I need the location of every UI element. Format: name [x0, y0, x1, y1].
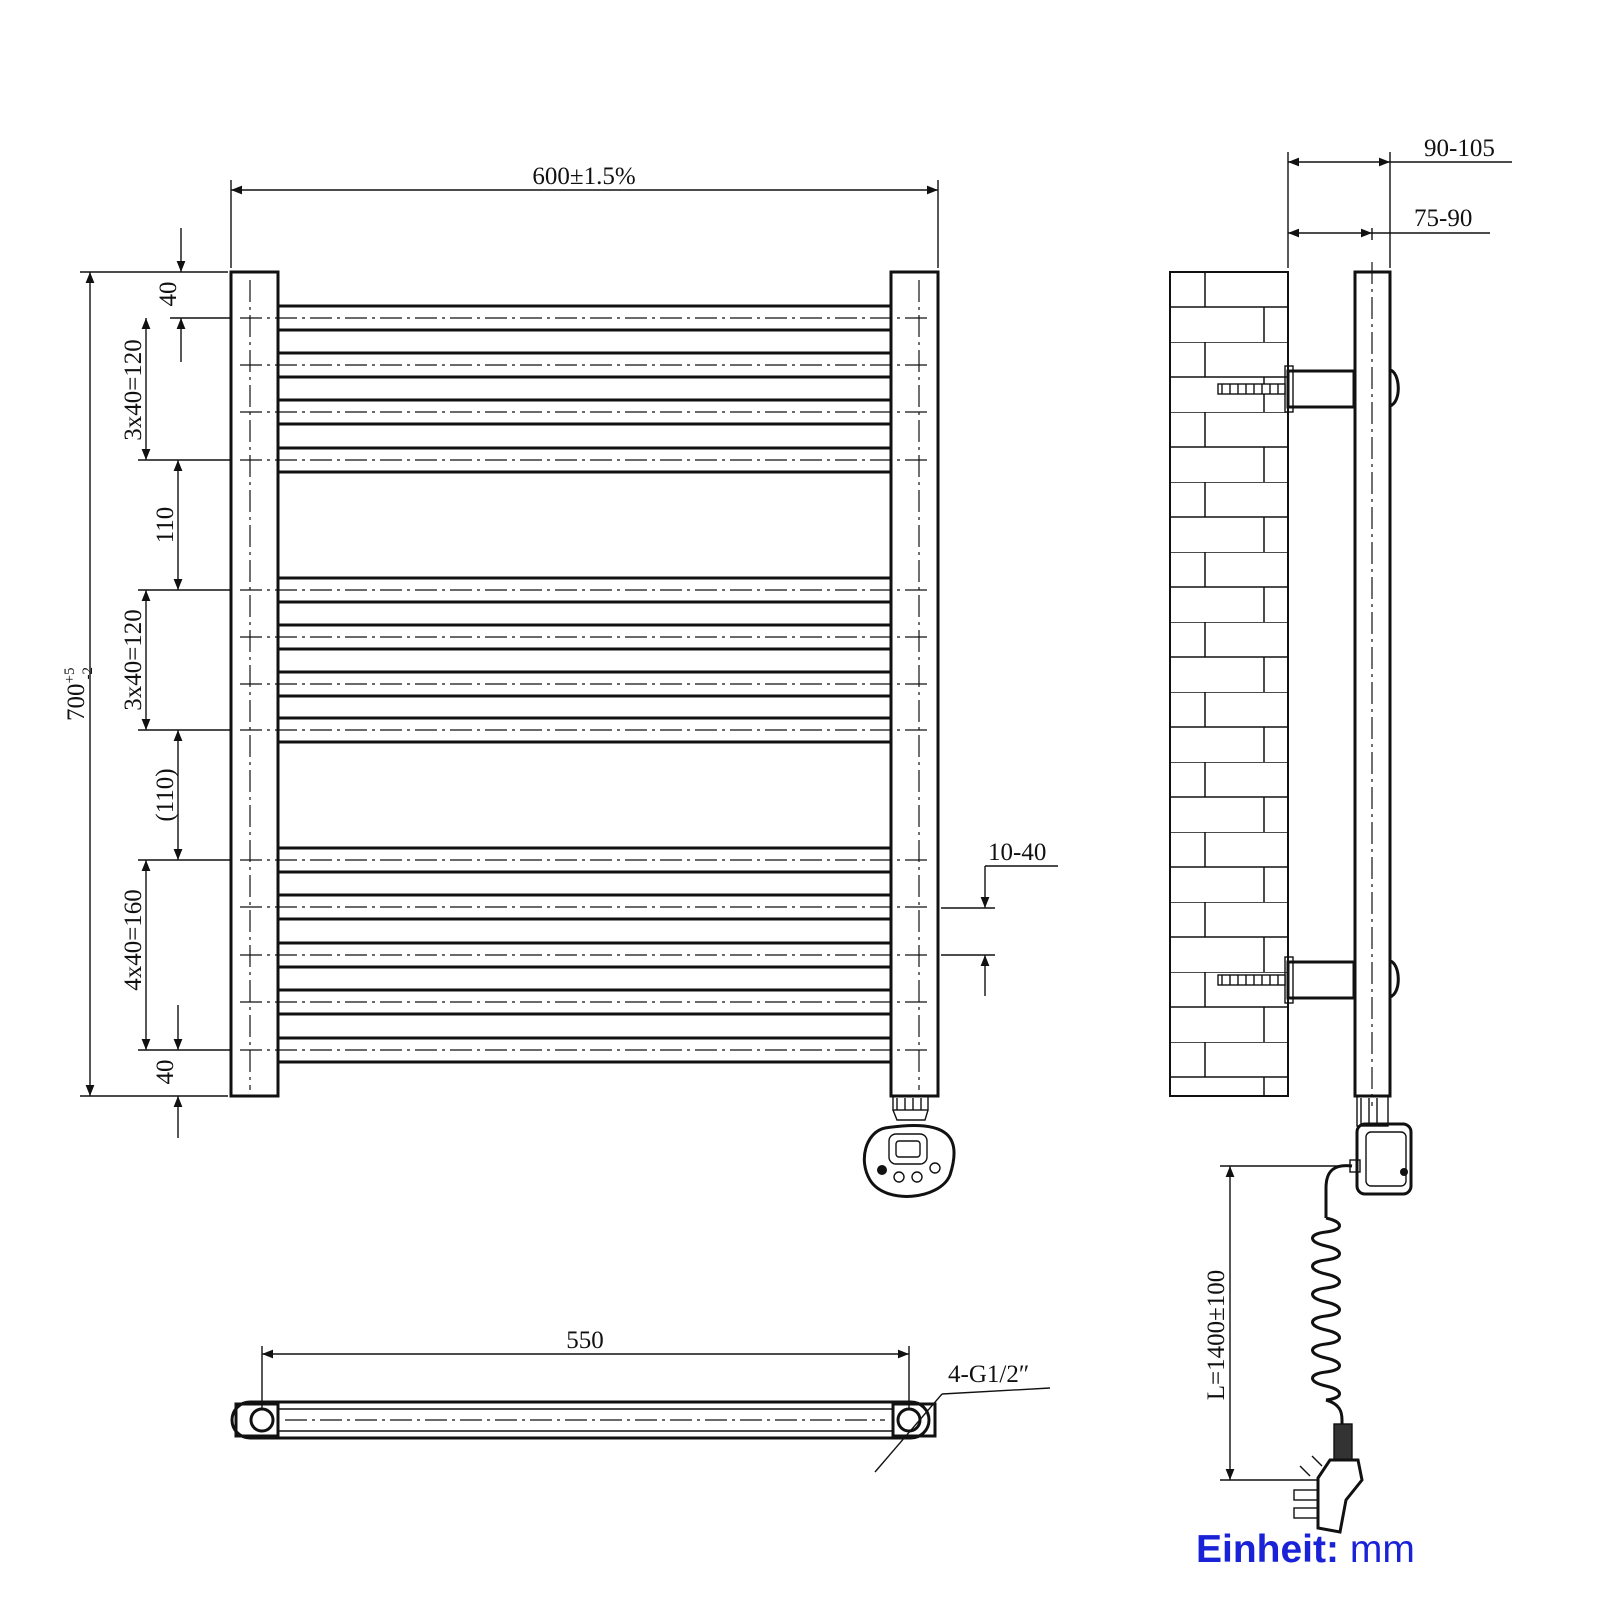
heater-button-1	[877, 1165, 887, 1175]
brick-wall	[1169, 271, 1289, 1097]
depth-max-label: 90-105	[1424, 135, 1495, 162]
heater-display	[888, 1133, 928, 1165]
group3-label: 4x40=160	[120, 889, 147, 991]
group2-label: 3x40=120	[120, 609, 147, 711]
heater-offset-label: 10-40	[988, 839, 1046, 866]
width-label: 600±1.5%	[532, 163, 635, 190]
heater-element	[862, 1095, 956, 1198]
depth-min-label: 75-90	[1414, 205, 1472, 232]
left-connection-block	[234, 1402, 280, 1438]
heater-offset-dimension: 10-40	[941, 839, 1058, 996]
side-heater-housing	[1355, 1122, 1413, 1196]
connection-thread-label: 4-G1/2″	[948, 1361, 1029, 1388]
connection-thread-leader: 4-G1/2″	[874, 1361, 1051, 1473]
depth-dimensions: 90-105 75-90	[1287, 135, 1512, 268]
front-view: 600±1.5% 700+5-2 40 3x40=12	[62, 163, 1058, 1198]
left-connection-port	[249, 1407, 275, 1433]
side-heater	[1349, 1095, 1413, 1196]
cable-length-dimension: L=1400±100	[1203, 1165, 1350, 1481]
coiled-cable	[1311, 1216, 1341, 1402]
group1-label: 3x40=120	[120, 339, 147, 441]
gap1-label: 110	[152, 507, 179, 544]
top-view: 550 4-G1/2″	[230, 1327, 1051, 1473]
top-offset-label: 40	[155, 282, 182, 307]
gap2-label: (110)	[152, 768, 179, 821]
height-base-label: 700	[63, 683, 90, 721]
tube-group	[240, 304, 930, 1064]
unit-label: Einheit:	[1196, 1528, 1339, 1571]
center-distance-label: 550	[566, 1327, 604, 1354]
power-cable	[1293, 1164, 1364, 1534]
center-distance-dimension: 550	[261, 1327, 910, 1410]
height-tolerance-lower: -2	[80, 667, 96, 680]
right-connection-block	[891, 1402, 937, 1438]
lower-wall-bracket	[1217, 956, 1400, 1004]
heater-control-housing	[862, 1123, 956, 1198]
height-dimension: 700+5-2	[62, 271, 228, 1097]
cable-length-label: L=1400±100	[1203, 1270, 1230, 1401]
upper-wall-bracket	[1217, 365, 1400, 413]
width-dimension: 600±1.5%	[230, 163, 939, 268]
unit-note: Einheit: mm	[1196, 1528, 1415, 1572]
heater-button-3	[911, 1171, 923, 1183]
spacing-dimensions: 40 3x40=120 110 3x40=120 (110) 4x40=160 …	[120, 228, 231, 1138]
unit-value: mm	[1349, 1528, 1415, 1571]
bottom-offset-label: 40	[152, 1060, 179, 1085]
heater-button-4	[929, 1162, 941, 1174]
side-view: 90-105 75-90	[1169, 135, 1512, 1534]
height-tolerance-upper: +5	[62, 668, 78, 684]
plug-body	[1316, 1458, 1364, 1534]
top-view-bar	[230, 1400, 931, 1440]
heater-button-2	[893, 1171, 905, 1183]
plug-strain-relief	[1333, 1423, 1353, 1461]
right-connection-port	[896, 1407, 922, 1433]
svg-text:700+5-2: 700+5-2	[62, 667, 96, 721]
